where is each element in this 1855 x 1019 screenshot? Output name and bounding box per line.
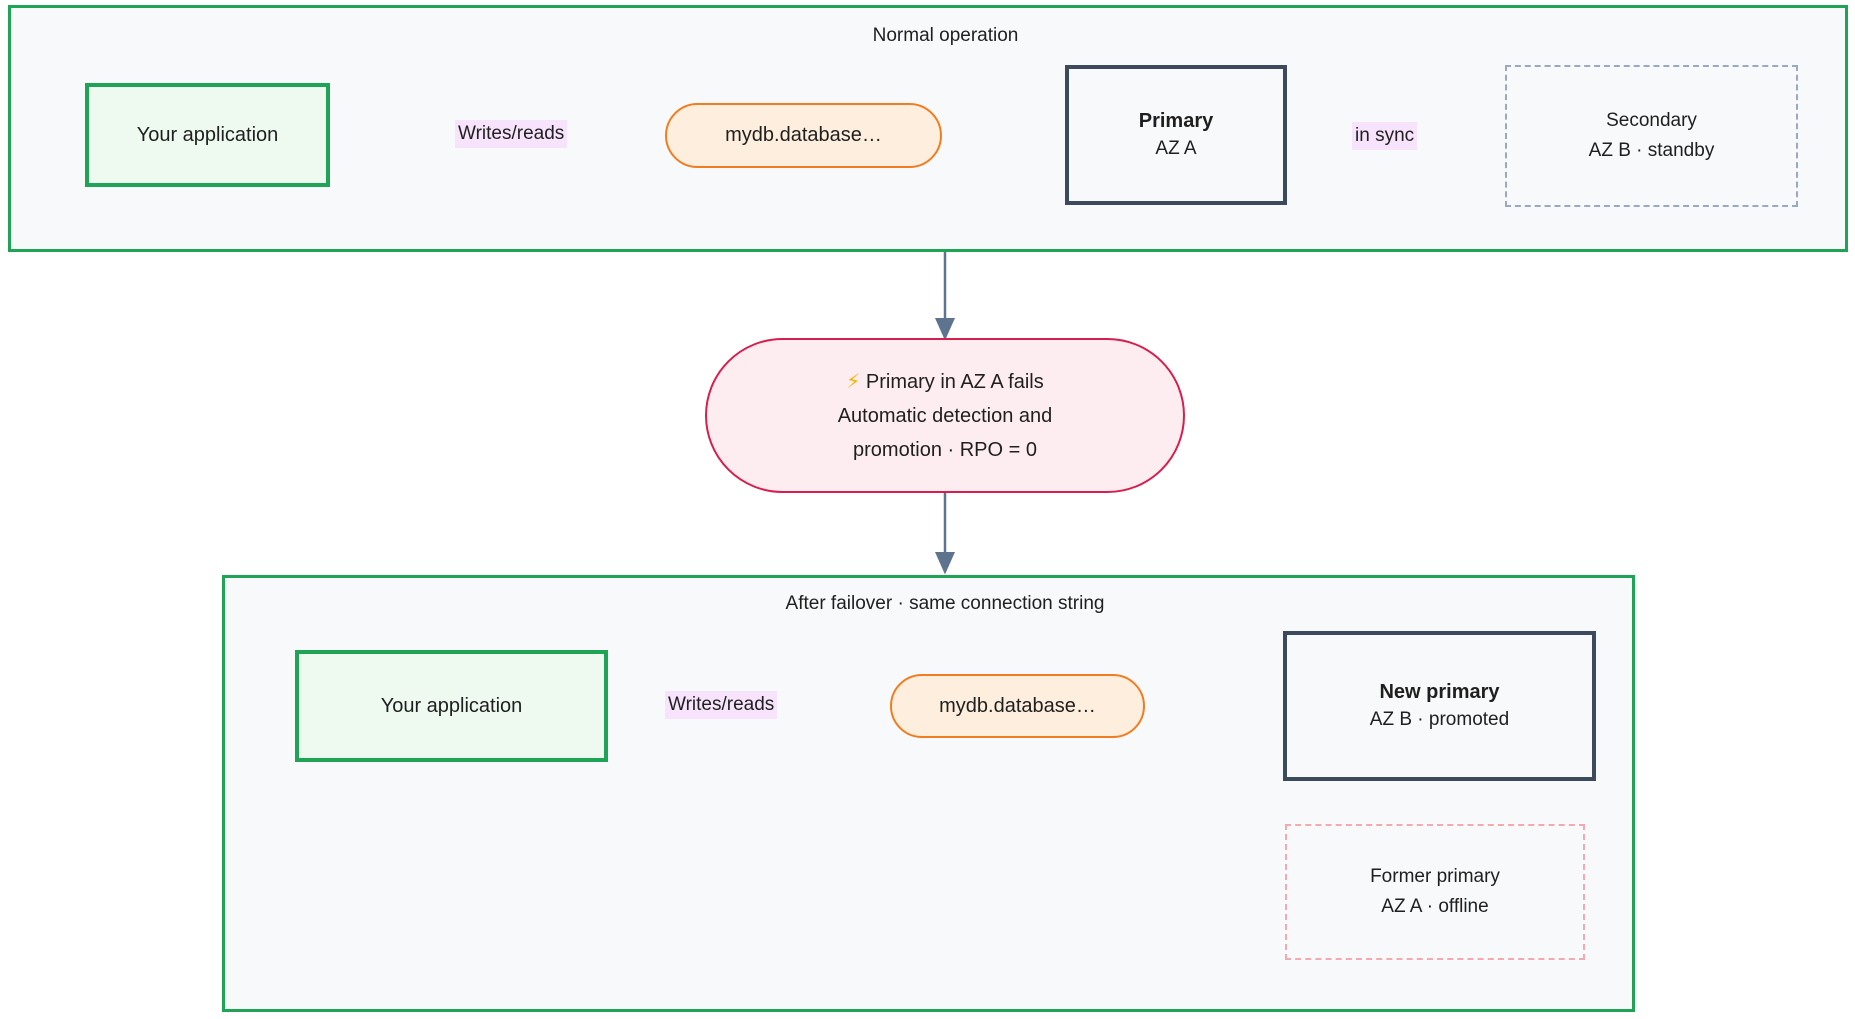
node-endpoint-bottom-label: mydb.database…: [939, 694, 1096, 717]
node-new-primary-title: New primary: [1379, 681, 1500, 703]
node-former-primary-subtitle: AZ A · offline: [1381, 896, 1489, 917]
node-endpoint-top-label: mydb.database…: [725, 124, 882, 146]
node-secondary-subtitle: AZ B · standby: [1588, 140, 1715, 161]
failover-line-2: Automatic detection and: [837, 404, 1053, 427]
node-secondary[interactable]: Secondary AZ B · standby: [1505, 65, 1798, 207]
node-primary-subtitle: AZ A: [1155, 138, 1197, 159]
node-your-application-top-label: Your application: [136, 123, 279, 146]
node-your-application-bottom[interactable]: Your application: [295, 650, 608, 762]
panel-after-failover-title: After failover · same connection string: [785, 593, 1105, 614]
failover-line-3: promotion · RPO = 0: [853, 438, 1037, 461]
failover-line-1-wrapper: ⚡ Primary in AZ A fails: [846, 365, 1043, 399]
edge-label-writes-reads-top: Writes/reads: [455, 120, 568, 148]
edge-label-writes-reads-bottom: Writes/reads: [665, 691, 778, 719]
panel-normal-operation-title: Normal operation: [872, 25, 1019, 46]
node-new-primary-subtitle: AZ B · promoted: [1369, 709, 1510, 730]
node-endpoint-top[interactable]: mydb.database…: [665, 103, 942, 168]
node-failover-event[interactable]: ⚡ Primary in AZ A fails Automatic detect…: [705, 338, 1185, 493]
node-primary[interactable]: Primary AZ A: [1065, 65, 1287, 205]
node-former-primary-title: Former primary: [1370, 866, 1500, 887]
node-new-primary[interactable]: New primary AZ B · promoted: [1283, 631, 1596, 781]
node-former-primary[interactable]: Former primary AZ A · offline: [1285, 824, 1585, 960]
edge-label-in-sync: in sync: [1352, 122, 1418, 150]
node-primary-title: Primary: [1138, 110, 1214, 132]
lightning-bolt-icon: ⚡: [846, 370, 861, 393]
failover-line-1: Primary in AZ A fails: [865, 370, 1044, 393]
node-your-application-bottom-label: Your application: [380, 694, 523, 717]
node-endpoint-bottom[interactable]: mydb.database…: [890, 674, 1145, 738]
node-secondary-title: Secondary: [1606, 110, 1697, 131]
node-your-application-top[interactable]: Your application: [85, 83, 330, 187]
